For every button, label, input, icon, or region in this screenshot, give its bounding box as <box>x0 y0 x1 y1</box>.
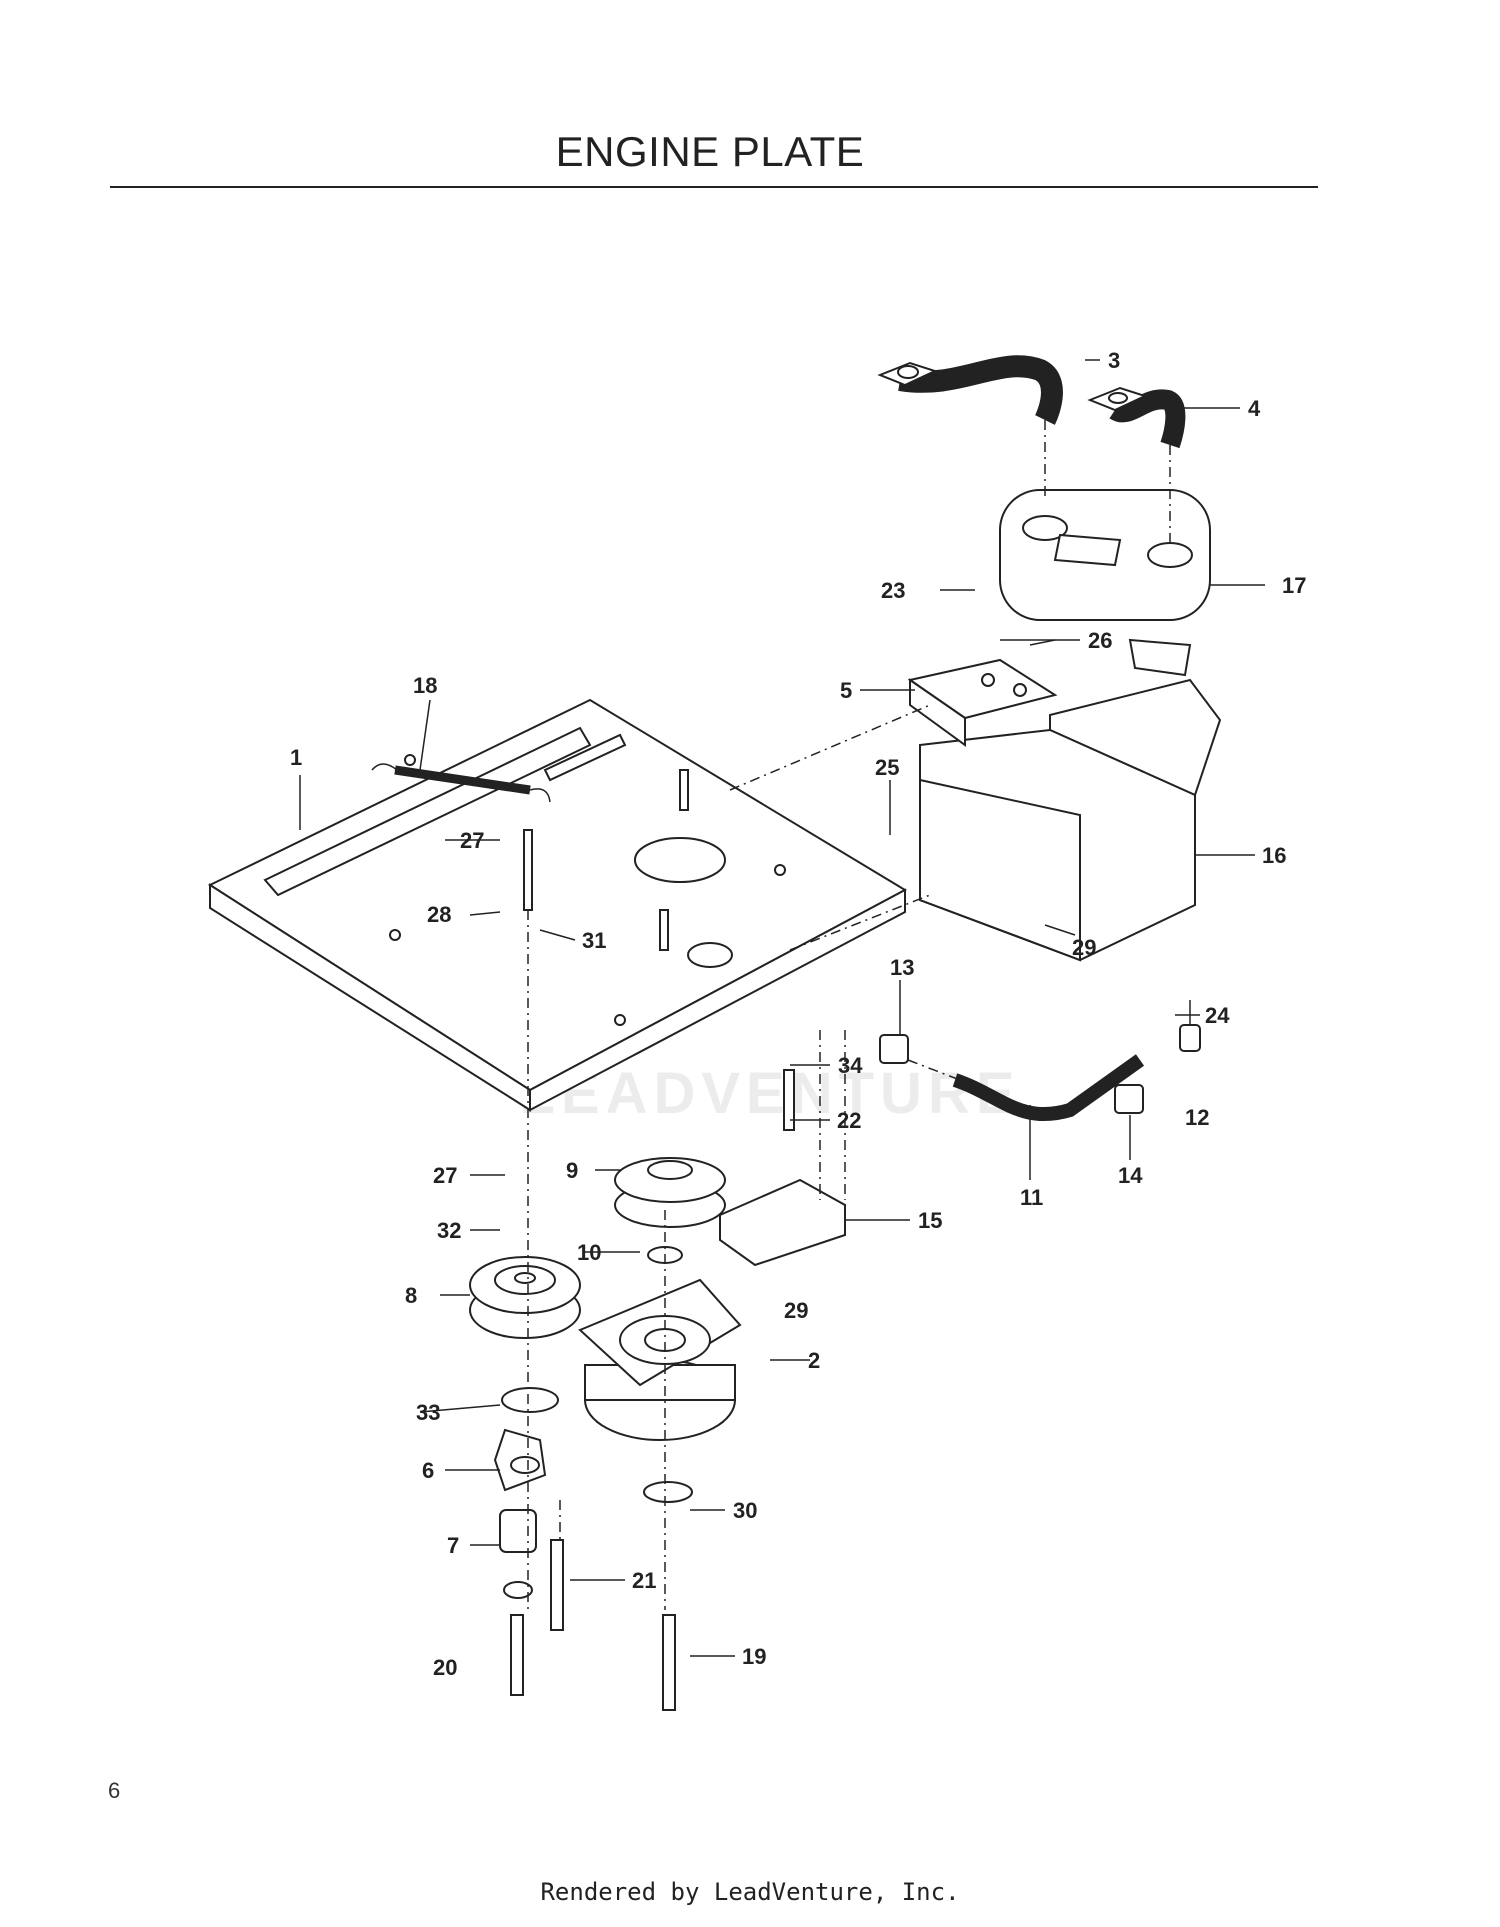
callout-11: 11 <box>1020 1185 1043 1210</box>
muffler-part <box>999 489 1211 677</box>
extension-spring-part <box>371 763 551 803</box>
callout-25: 25 <box>875 755 899 780</box>
callout-12: 12 <box>1185 1105 1209 1130</box>
callout-27-upper: 27 <box>460 828 484 853</box>
exhaust-pipe-left-part <box>877 355 1063 425</box>
callout-14: 14 <box>1118 1163 1143 1188</box>
fuel-line-part <box>879 1024 1201 1122</box>
leader-lines <box>299 359 1265 1657</box>
callout-7: 7 <box>447 1533 459 1558</box>
muffler-bracket-part <box>907 658 1058 747</box>
callout-9: 9 <box>566 1158 578 1183</box>
callout-24: 24 <box>1205 1003 1230 1028</box>
callout-5: 5 <box>840 678 852 703</box>
callout-3: 3 <box>1108 348 1120 373</box>
callout-33: 33 <box>416 1400 440 1425</box>
page-number: 6 <box>108 1778 121 1803</box>
callout-34: 34 <box>838 1053 863 1078</box>
callout-28: 28 <box>427 902 451 927</box>
callout-30: 30 <box>733 1498 757 1523</box>
callout-23: 23 <box>881 578 905 603</box>
title-rule <box>110 186 1318 188</box>
callout-26: 26 <box>1088 628 1112 653</box>
heat-shield-part <box>919 678 1222 962</box>
callout-20: 20 <box>433 1655 457 1680</box>
callout-15: 15 <box>918 1208 942 1233</box>
callout-8: 8 <box>405 1283 417 1308</box>
callout-6: 6 <box>422 1458 434 1483</box>
callout-29-lower: 29 <box>784 1298 808 1323</box>
idler-arm-part <box>493 1246 693 1599</box>
callout-18: 18 <box>413 673 437 698</box>
callout-21: 21 <box>632 1568 656 1593</box>
idler-pulley-8-part <box>469 1256 581 1339</box>
callout-32: 32 <box>437 1218 461 1243</box>
page-title: ENGINE PLATE <box>555 128 865 175</box>
callout-labels: 1 2 3 4 5 6 7 8 9 10 11 12 13 14 15 16 1… <box>290 348 1306 1680</box>
callout-22: 22 <box>837 1108 861 1133</box>
callout-4: 4 <box>1248 396 1261 421</box>
callout-2: 2 <box>808 1348 820 1373</box>
bolts-part <box>510 829 795 1711</box>
callout-27-lower: 27 <box>433 1163 457 1188</box>
alignment-lines <box>527 420 1171 1610</box>
callout-16: 16 <box>1262 843 1286 868</box>
callout-13: 13 <box>890 955 914 980</box>
callout-29-upper: 29 <box>1072 935 1096 960</box>
callout-10: 10 <box>577 1240 601 1265</box>
callout-1: 1 <box>290 745 302 770</box>
footer-credit: Rendered by LeadVenture, Inc. <box>540 1878 960 1906</box>
idler-pulley-9-part <box>614 1157 726 1228</box>
electric-clutch-part <box>578 1278 742 1441</box>
callout-19: 19 <box>742 1644 766 1669</box>
callout-31: 31 <box>582 928 606 953</box>
engine-plate-part <box>207 698 908 1112</box>
pulley-bracket-part <box>719 1178 846 1267</box>
exhaust-pipe-right-part <box>1087 386 1186 449</box>
callout-17: 17 <box>1282 573 1306 598</box>
